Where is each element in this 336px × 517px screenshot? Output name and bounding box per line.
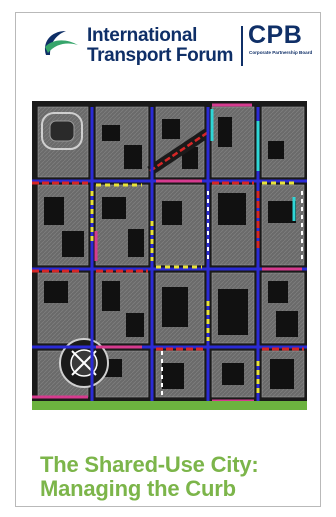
partner-full-name: Corporate Partnership Board (249, 50, 313, 55)
report-cover: International Transport Forum CPB Corpor… (15, 12, 321, 507)
itf-swoosh-icon (44, 31, 78, 55)
city-curb-map-icon (32, 101, 307, 401)
partner-acronym: CPB (248, 21, 303, 49)
org-name-line2: Transport Forum (87, 45, 234, 66)
report-title-line2: Managing the Curb (40, 476, 236, 501)
org-name-line1: International (87, 25, 198, 46)
header-divider (241, 26, 243, 66)
cover-header: International Transport Forum CPB Corpor… (16, 13, 320, 83)
accent-bar (32, 401, 307, 410)
report-title-line1: The Shared-Use City: (40, 452, 259, 477)
report-title: The Shared-Use City: Managing the Curb (40, 453, 259, 501)
